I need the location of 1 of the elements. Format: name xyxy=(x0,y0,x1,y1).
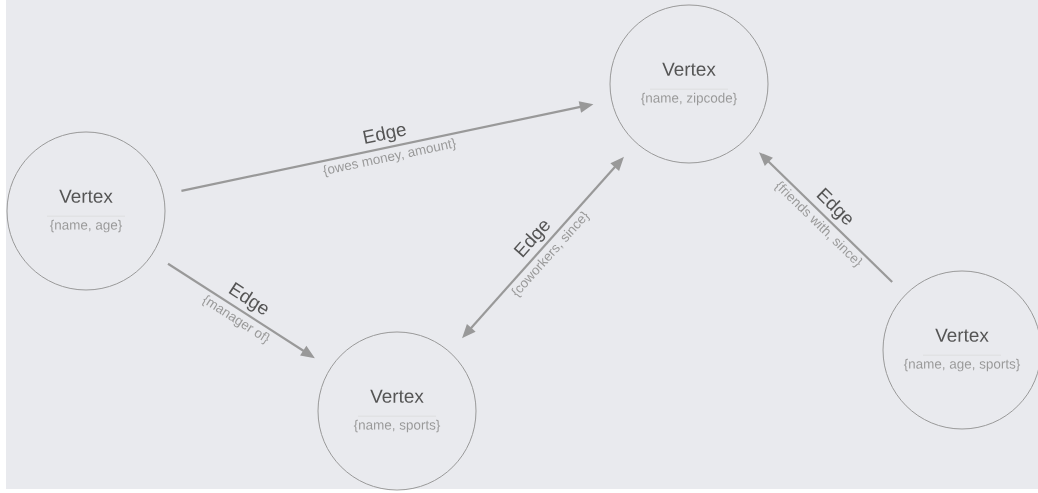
edge-label: Edge xyxy=(363,125,406,144)
